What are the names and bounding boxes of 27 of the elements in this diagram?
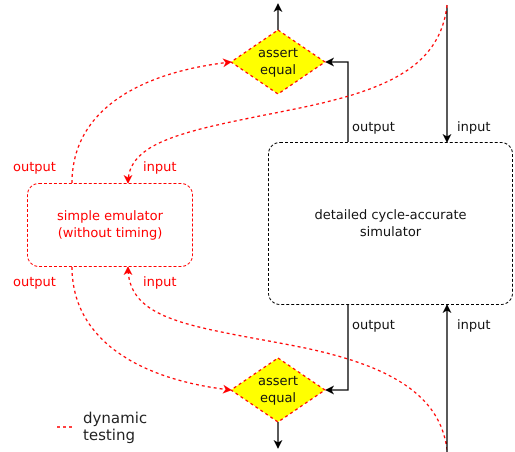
- decision-diamond: [231, 30, 325, 94]
- edge-label: output: [352, 318, 395, 333]
- edge-label: input: [457, 318, 490, 333]
- decision-diamond: [231, 358, 325, 422]
- arrow: [71, 266, 232, 394]
- edge-label: output: [13, 275, 56, 290]
- node-label: detailed cycle-accurate simulator: [313, 206, 468, 240]
- arrow: [71, 58, 232, 184]
- arrow: [124, 266, 448, 450]
- arrow: [273, 422, 283, 449]
- edge-label: output: [352, 120, 395, 135]
- node-label: assert equal: [257, 373, 299, 407]
- arrow: [273, 3, 283, 30]
- node-label: assert equal: [257, 45, 299, 79]
- edge-label: input: [143, 275, 176, 290]
- arrow: [442, 304, 452, 452]
- arrow: [442, 5, 452, 143]
- process-box: [27, 183, 193, 267]
- edge-label: output: [13, 160, 56, 175]
- arrow: [325, 305, 349, 395]
- arrow: [325, 57, 349, 142]
- legend-text: dynamic testing: [83, 410, 148, 444]
- arrow: [124, 4, 448, 184]
- node-label: simple emulator (without timing): [56, 208, 164, 242]
- edge-label: input: [143, 160, 176, 175]
- process-box: [268, 142, 513, 305]
- edge-label: input: [457, 120, 490, 135]
